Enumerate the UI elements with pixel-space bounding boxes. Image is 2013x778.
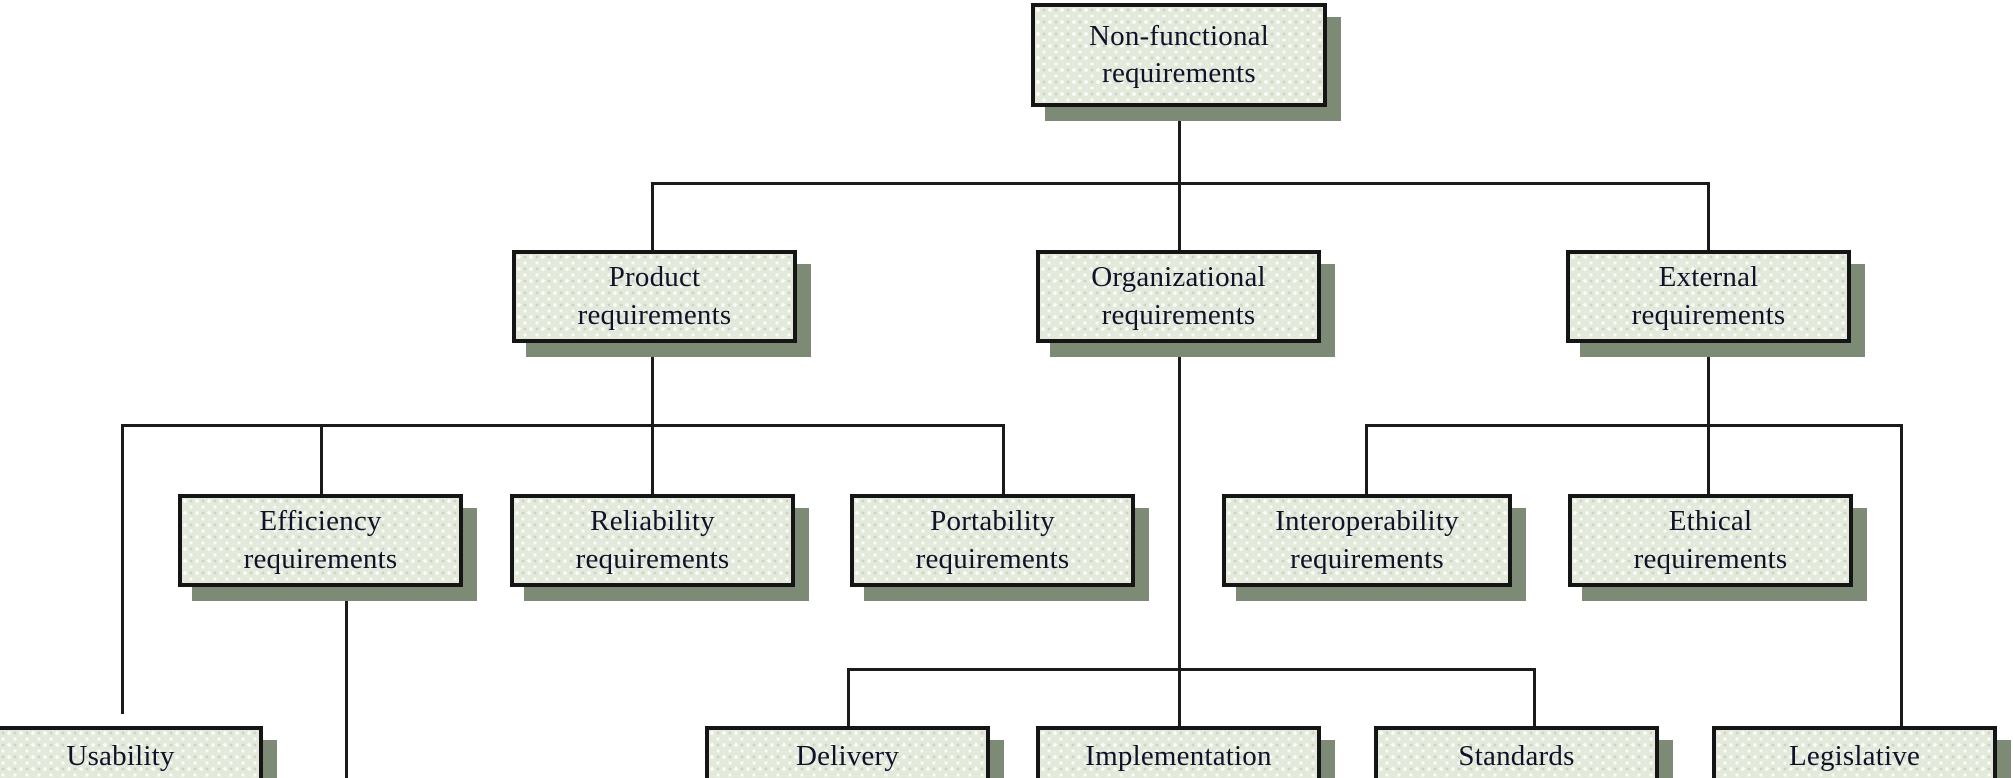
edge-to-external: [1707, 182, 1710, 252]
node-ethical-requirements[interactable]: Ethical requirements: [1568, 494, 1867, 601]
node-label-line1: Interoperability: [1275, 505, 1459, 538]
node-label-line2: requirements: [1633, 542, 1788, 575]
edge-external-trunk: [1707, 293, 1710, 426]
edge-organizational-trunk: [1178, 293, 1181, 670]
node-external-requirements[interactable]: External requirements: [1566, 250, 1865, 357]
node-box: Portability requirements: [850, 494, 1135, 587]
edge-organizational-bus: [847, 668, 1536, 671]
node-interoperability-requirements[interactable]: Interoperability requirements: [1222, 494, 1526, 601]
node-box: Legislative: [1712, 726, 1997, 778]
edge-to-delivery: [847, 668, 850, 726]
node-efficiency-requirements[interactable]: Efficiency requirements: [178, 494, 477, 601]
node-implementation[interactable]: Implementation: [1036, 726, 1335, 778]
edge-to-organizational: [1178, 182, 1181, 252]
edge-to-reliability: [651, 424, 654, 496]
edge-external-to-legislative: [1900, 424, 1903, 726]
node-product-requirements[interactable]: Product requirements: [512, 250, 811, 357]
node-box: Reliability requirements: [510, 494, 795, 587]
node-label-line1: Legislative: [1788, 740, 1921, 772]
node-label-line1: Efficiency: [259, 505, 382, 538]
node-label-line1: Ethical: [1668, 505, 1753, 538]
edge-to-product: [651, 182, 654, 252]
node-box: Standards: [1374, 726, 1659, 778]
node-label-line1: Implementation: [1085, 740, 1272, 772]
node-box: External requirements: [1566, 250, 1851, 343]
node-box: Organizational requirements: [1036, 250, 1321, 343]
node-label-line1: Standards: [1458, 740, 1575, 772]
node-label-line1: Reliability: [590, 505, 715, 538]
node-box: Interoperability requirements: [1222, 494, 1512, 587]
edge-root-trunk: [1178, 104, 1181, 184]
node-legislative[interactable]: Legislative: [1712, 726, 2011, 778]
edge-efficiency-trunk: [345, 593, 348, 778]
node-label-line1: Portability: [930, 505, 1055, 538]
node-non-functional-requirements[interactable]: Non-functional requirements: [1031, 3, 1341, 121]
edge-to-efficiency: [320, 424, 323, 496]
node-standards[interactable]: Standards: [1374, 726, 1673, 778]
node-organizational-requirements[interactable]: Organizational requirements: [1036, 250, 1335, 357]
node-label-line1: Usability: [66, 740, 175, 772]
node-label-line2: requirements: [243, 542, 398, 575]
node-portability-requirements[interactable]: Portability requirements: [850, 494, 1149, 601]
node-label-line2: requirements: [1102, 57, 1256, 89]
node-label-line2: requirements: [915, 542, 1070, 575]
node-label-line2: requirements: [1101, 298, 1256, 331]
node-box: Product requirements: [512, 250, 797, 343]
node-label-line1: Organizational: [1091, 261, 1266, 294]
node-label-line2: requirements: [1631, 298, 1786, 331]
node-box: Ethical requirements: [1568, 494, 1853, 587]
edge-to-implementation: [1178, 668, 1181, 726]
node-label-line1: Delivery: [795, 740, 900, 772]
node-box: Delivery: [705, 726, 990, 778]
edge-external-bus: [1365, 424, 1903, 427]
node-label-line2: requirements: [577, 298, 732, 331]
edge-to-standards: [1533, 668, 1536, 726]
node-label-line1: Product: [608, 261, 701, 294]
node-label-line2: requirements: [1290, 542, 1444, 575]
node-box: Non-functional requirements: [1031, 3, 1327, 107]
edge-product-trunk: [651, 293, 654, 426]
node-box: Efficiency requirements: [178, 494, 463, 587]
node-box: Implementation: [1036, 726, 1321, 778]
node-label-line1: External: [1658, 261, 1759, 294]
edge-to-ethical: [1707, 424, 1710, 496]
node-reliability-requirements[interactable]: Reliability requirements: [510, 494, 809, 601]
node-box: Usability: [0, 726, 263, 778]
edge-to-interoperability: [1365, 424, 1368, 496]
edge-product-to-usability: [121, 424, 124, 714]
edge-to-portability: [1002, 424, 1005, 496]
node-label-line2: requirements: [575, 542, 730, 575]
node-delivery[interactable]: Delivery: [705, 726, 1004, 778]
node-usability[interactable]: Usability: [0, 726, 277, 778]
edge-product-bus: [121, 424, 1005, 427]
node-label-line1: Non-functional: [1089, 19, 1269, 52]
